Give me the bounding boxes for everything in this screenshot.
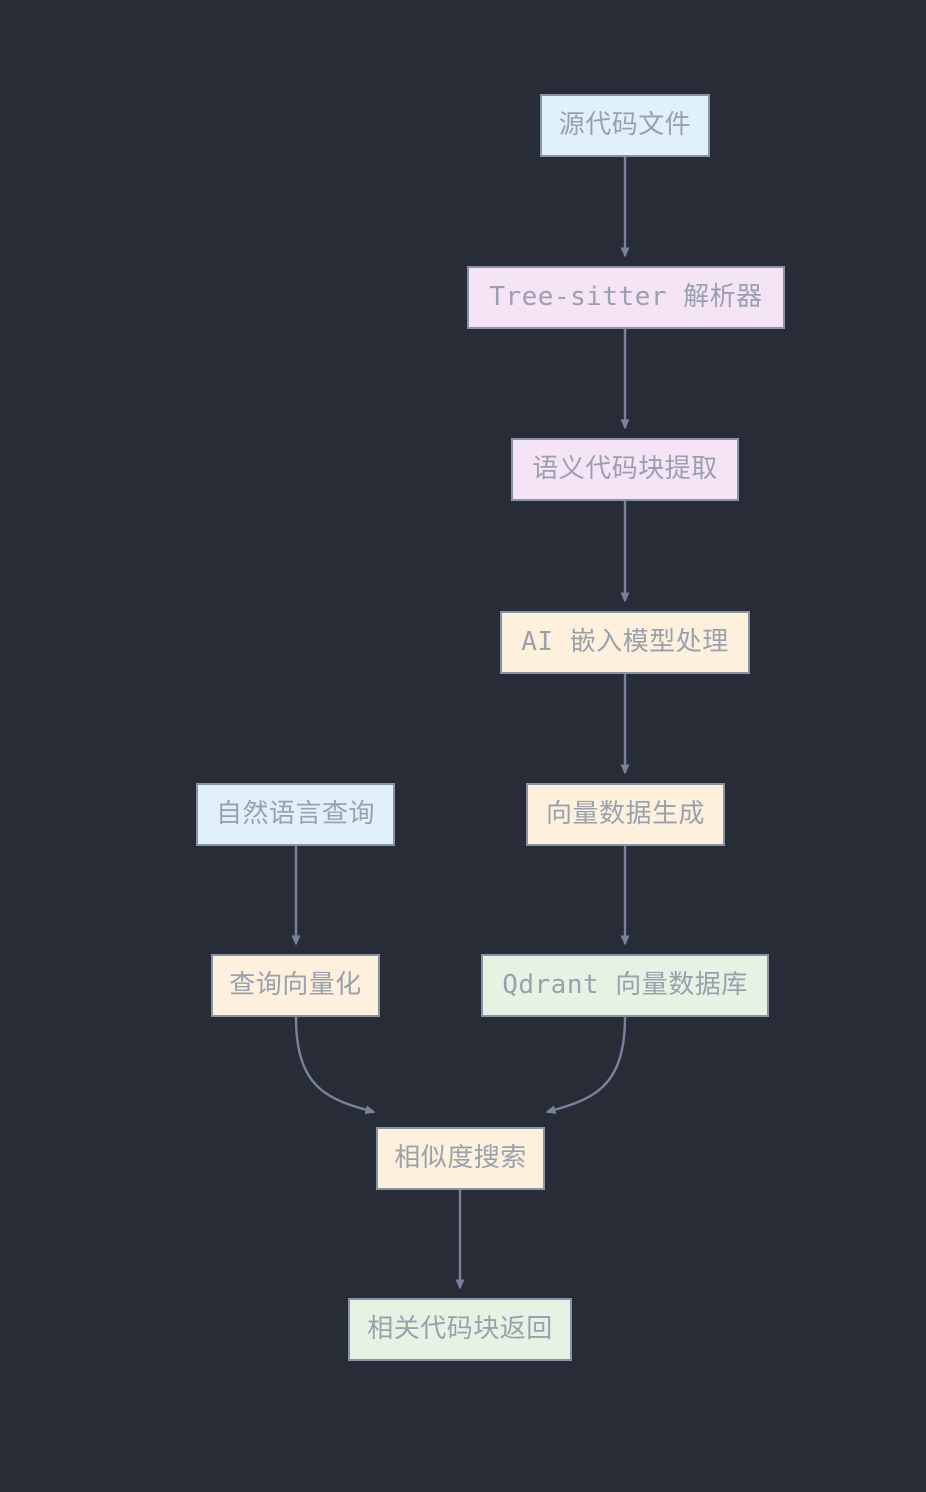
node-label-source-code-files: 源代码文件 [558,110,692,141]
node-source-code-files[interactable]: 源代码文件 [540,94,710,157]
edge-vectorize-to-similarity [294,1016,376,1115]
node-label-ai-embedding-model: AI 嵌入模型处理 [521,627,729,658]
node-natural-language-query[interactable]: 自然语言查询 [196,783,395,846]
node-similarity-search[interactable]: 相似度搜索 [376,1127,545,1190]
node-label-relevant-chunks-returned: 相关代码块返回 [367,1314,553,1345]
node-ai-embedding-model[interactable]: AI 嵌入模型处理 [500,611,750,674]
node-label-vector-data-generation: 向量数据生成 [545,799,705,830]
node-semantic-chunk-extraction[interactable]: 语义代码块提取 [511,438,739,501]
node-label-tree-sitter-parser: Tree-sitter 解析器 [489,282,763,313]
node-label-similarity-search: 相似度搜索 [394,1143,527,1174]
node-relevant-chunks-returned[interactable]: 相关代码块返回 [348,1298,572,1361]
edge-qdrant-to-similarity [545,1016,627,1115]
node-vector-data-generation[interactable]: 向量数据生成 [526,783,725,846]
node-label-qdrant-vector-database: Qdrant 向量数据库 [502,970,748,1001]
node-query-vectorization[interactable]: 查询向量化 [211,954,380,1017]
node-qdrant-vector-database[interactable]: Qdrant 向量数据库 [481,954,769,1017]
node-label-natural-language-query: 自然语言查询 [215,799,375,830]
node-label-semantic-chunk-extraction: 语义代码块提取 [532,454,718,485]
node-tree-sitter-parser[interactable]: Tree-sitter 解析器 [467,266,785,329]
node-label-query-vectorization: 查询向量化 [229,970,362,1001]
